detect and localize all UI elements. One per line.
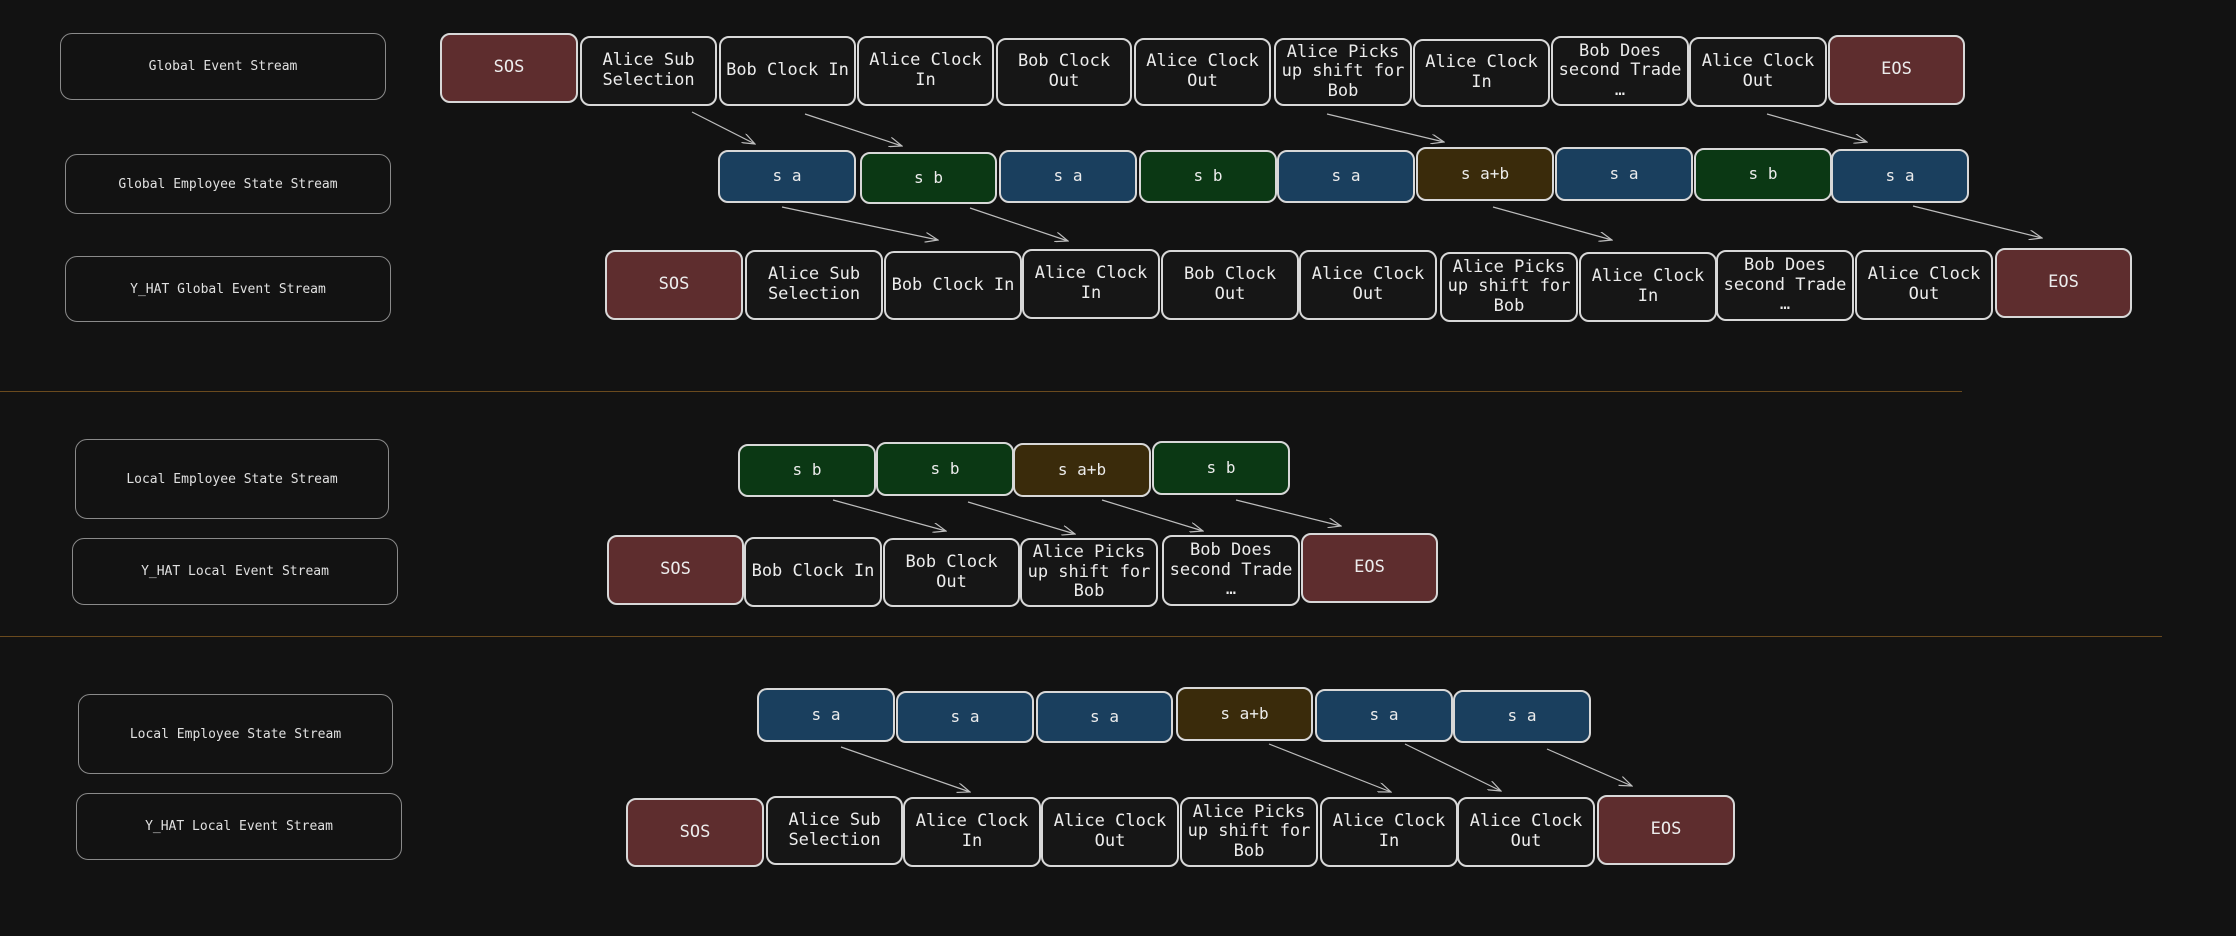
state-node-ab: s a+b (1013, 443, 1151, 497)
event-node-eos: EOS (1597, 795, 1735, 865)
event-node-eos: EOS (1828, 35, 1965, 105)
event-node: Bob Does second Trade … (1551, 36, 1689, 106)
event-node: Alice Clock Out (1134, 38, 1271, 106)
arrow (1101, 499, 1203, 531)
event-node: Alice Picks up shift for Bob (1440, 252, 1578, 322)
event-node: Bob Does second Trade … (1162, 535, 1300, 606)
event-node: Bob Clock Out (883, 538, 1020, 607)
label-yhat-local-event-stream-2: Y_HAT Local Event Stream (76, 793, 402, 860)
arrow (1492, 206, 1612, 240)
event-node: Alice Picks up shift for Bob (1180, 797, 1318, 867)
arrow (1326, 113, 1444, 142)
event-node: Alice Clock Out (1041, 797, 1179, 867)
event-node: Alice Clock In (903, 797, 1041, 867)
label-global-employee-state-stream: Global Employee State Stream (65, 154, 391, 214)
state-node-a: s a (1831, 149, 1969, 203)
arrow (1235, 499, 1341, 526)
arrow (832, 499, 946, 531)
state-node-b: s b (876, 442, 1014, 496)
label-yhat-global-event-stream: Y_HAT Global Event Stream (65, 256, 391, 322)
state-node-a: s a (999, 150, 1137, 203)
label-yhat-local-event-stream-1: Y_HAT Local Event Stream (72, 538, 398, 605)
event-node: Alice Picks up shift for Bob (1020, 538, 1158, 607)
arrow (969, 207, 1068, 241)
arrow (1546, 748, 1632, 786)
arrow (967, 501, 1075, 534)
arrow (1404, 743, 1501, 791)
event-node: Alice Clock In (1413, 39, 1550, 107)
event-node: Bob Clock In (884, 251, 1022, 320)
event-node: Alice Clock Out (1689, 37, 1827, 107)
state-node-a: s a (1315, 689, 1453, 742)
section-divider (0, 636, 2162, 637)
state-node-b: s b (860, 152, 997, 204)
state-node-b: s b (738, 444, 876, 497)
state-node-a: s a (718, 150, 856, 203)
state-node-b: s b (1152, 441, 1290, 495)
event-node: Alice Clock In (857, 36, 994, 106)
arrow (804, 113, 902, 146)
event-node: Alice Sub Selection (766, 796, 903, 865)
event-node: Bob Clock Out (996, 38, 1132, 106)
event-node: Bob Clock Out (1161, 250, 1299, 320)
event-node: Alice Clock Out (1299, 250, 1437, 320)
event-node: Alice Picks up shift for Bob (1274, 38, 1412, 106)
state-node-a: s a (1277, 150, 1415, 203)
event-node-sos: SOS (607, 535, 744, 605)
event-node: Alice Clock Out (1457, 797, 1595, 867)
event-node-sos: SOS (626, 798, 764, 867)
label-local-employee-state-stream-2: Local Employee State Stream (78, 694, 393, 774)
event-node: Bob Clock In (719, 36, 856, 106)
state-node-b: s b (1694, 148, 1832, 201)
event-node: Bob Clock In (744, 537, 882, 607)
state-node-ab: s a+b (1176, 687, 1313, 741)
state-node-a: s a (757, 688, 895, 742)
section-divider (0, 391, 1962, 392)
arrow (1268, 743, 1391, 792)
label-local-employee-state-stream-1: Local Employee State Stream (75, 439, 389, 519)
event-node: Alice Clock In (1579, 252, 1717, 322)
event-node: Bob Does second Trade … (1716, 250, 1854, 321)
event-node: Alice Clock Out (1855, 250, 1993, 320)
state-node-a: s a (1453, 690, 1591, 743)
arrow (781, 206, 938, 240)
state-node-a: s a (896, 691, 1034, 743)
event-node-sos: SOS (605, 250, 743, 320)
state-node-b: s b (1139, 150, 1277, 203)
arrow (1912, 205, 2042, 238)
state-node-a: s a (1036, 691, 1173, 743)
event-node-eos: EOS (1995, 248, 2132, 318)
arrow (840, 746, 970, 792)
arrow (691, 111, 755, 144)
arrow (1766, 113, 1867, 142)
event-node: Alice Sub Selection (580, 36, 717, 106)
event-node-sos: SOS (440, 33, 578, 103)
state-node-ab: s a+b (1416, 147, 1554, 201)
event-node: Alice Sub Selection (745, 250, 883, 320)
state-node-a: s a (1555, 147, 1693, 201)
event-node: Alice Clock In (1022, 249, 1160, 319)
event-node-eos: EOS (1301, 533, 1438, 603)
event-node: Alice Clock In (1320, 797, 1458, 867)
label-global-event-stream: Global Event Stream (60, 33, 386, 100)
